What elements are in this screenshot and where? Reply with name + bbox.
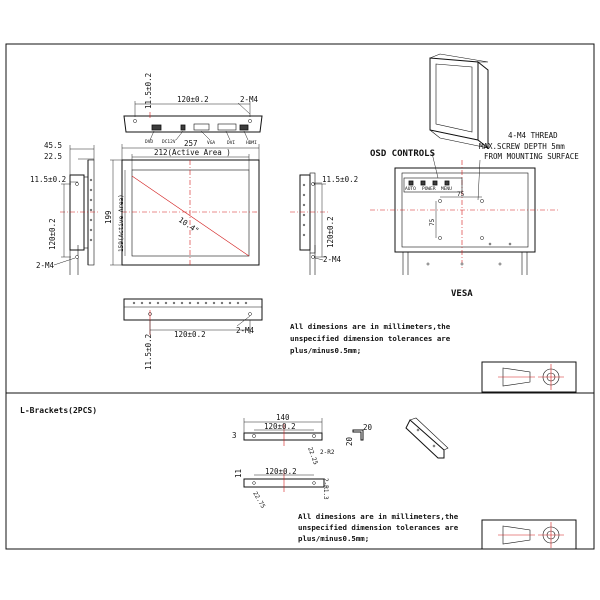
dim-offset: 11.5±0.2: [144, 73, 153, 109]
front-height: 199: [104, 210, 113, 224]
bracket-side2: 20: [345, 436, 354, 446]
bracket-length: 140: [276, 413, 290, 422]
side-vent-holes: [302, 183, 306, 237]
upper-notes: All dimesions are in millimeters,the uns…: [290, 322, 451, 355]
bracket-spacing-lower: 120±0.2: [265, 467, 297, 476]
lower-notes: All dimesions are in millimeters,the uns…: [298, 512, 459, 543]
bracket-height: 11: [234, 469, 243, 478]
port-label: DC12V: [162, 139, 176, 145]
side-vent-holes: [89, 178, 93, 242]
hdmi-port: [239, 124, 249, 131]
note-line: unspecified dimension tolerances are: [298, 523, 459, 532]
note-line: All dimesions are in millimeters,the: [290, 322, 451, 331]
side-depth-body: 22.5: [44, 152, 62, 161]
side-thread: 2-M4: [36, 261, 55, 270]
thread-note-line: 4-M4 THREAD: [508, 131, 558, 140]
note-line: plus/minus0.5mm;: [298, 534, 369, 543]
side-hole-spacing: 120±0.2: [326, 216, 335, 248]
port-label: DVI: [227, 140, 235, 146]
port-label: HDMI: [246, 140, 257, 146]
brackets-section: L-Brackets(2PCS) 140 120±0.2 3 22.25 2-R…: [20, 406, 449, 510]
front-active-width: 212(Active Area ): [154, 148, 231, 157]
projection-symbol-lower: [481, 519, 577, 550]
port-label: VGA: [207, 140, 215, 146]
side-hole-spacing: 120±0.2: [48, 218, 57, 250]
bracket-hole: 2-R2: [320, 449, 335, 456]
side-depth-total: 45.5: [44, 141, 62, 150]
bottom-offset: 11.5±0.2: [144, 334, 153, 370]
thread-label: 2-M4: [240, 95, 259, 104]
note-line: unspecified dimension tolerances are: [290, 334, 451, 343]
right-side-view: 11.5±0.2 120±0.2 2-M4: [290, 172, 358, 275]
rear-view: AUTO POWER MENU 75 75 OSD CONTROLS 4-M4 …: [370, 131, 579, 299]
bracket-side: 20: [363, 423, 373, 432]
bracket-hole-lower: 2-R1.3: [322, 478, 329, 500]
projection-symbol: [481, 361, 577, 393]
side-hole-offset: 11.5±0.2: [322, 175, 358, 184]
bracket-spacing: 120±0.2: [264, 422, 296, 431]
left-side-view: 45.5 22.5 11.5±0.2 120±0.2 2-M4: [30, 141, 100, 275]
bottom-thread: 2-M4: [236, 326, 255, 335]
bottom-vent-holes: [132, 301, 248, 305]
vesa-horizontal: 75: [457, 191, 465, 198]
sheet-frame: [5, 43, 595, 550]
port-label: DVD: [145, 139, 153, 145]
front-view: 257 212(Active Area ) 199 159(Active Are…: [104, 139, 260, 266]
vesa-vertical: 75: [429, 218, 436, 226]
front-active-height: 159(Active Area): [118, 194, 125, 252]
osd-button-label: AUTO: [405, 186, 416, 192]
note-line: All dimesions are in millimeters,the: [298, 512, 459, 521]
dvd-port: [151, 124, 162, 131]
bracket-slot: 22.25: [306, 446, 319, 466]
bracket-edge: 3: [232, 431, 237, 440]
osd-button-label: MENU: [441, 186, 452, 192]
brackets-title: L-Brackets(2PCS): [20, 406, 97, 415]
front-diagonal: 10.4": [177, 215, 201, 235]
vga-port: [193, 123, 210, 131]
front-width: 257: [184, 139, 198, 148]
top-view: DVD DC12V VGA DVI HDMI 120±0.2 2-M4 11.5…: [123, 73, 263, 146]
side-thread: 2-M4: [323, 255, 342, 264]
dvi-port: [217, 123, 237, 131]
thread-note-line: MAX.SCREW DEPTH 5mm: [479, 142, 565, 151]
dim-spacing: 120±0.2: [177, 95, 209, 104]
bottom-spacing: 120±0.2: [174, 330, 206, 339]
note-line: plus/minus0.5mm;: [290, 346, 361, 355]
side-hole-offset: 11.5±0.2: [30, 175, 66, 184]
monitor-isometric: [429, 53, 489, 150]
bottom-view: 120±0.2 2-M4 11.5±0.2: [123, 298, 263, 370]
vesa-label: VESA: [451, 289, 473, 299]
bracket-slot-lower: 22.75: [251, 491, 266, 510]
dc12v-port: [180, 124, 186, 131]
osd-controls-label: OSD CONTROLS: [370, 149, 435, 159]
osd-button-label: POWER: [422, 186, 436, 192]
thread-note-line: FROM MOUNTING SURFACE: [484, 152, 579, 161]
